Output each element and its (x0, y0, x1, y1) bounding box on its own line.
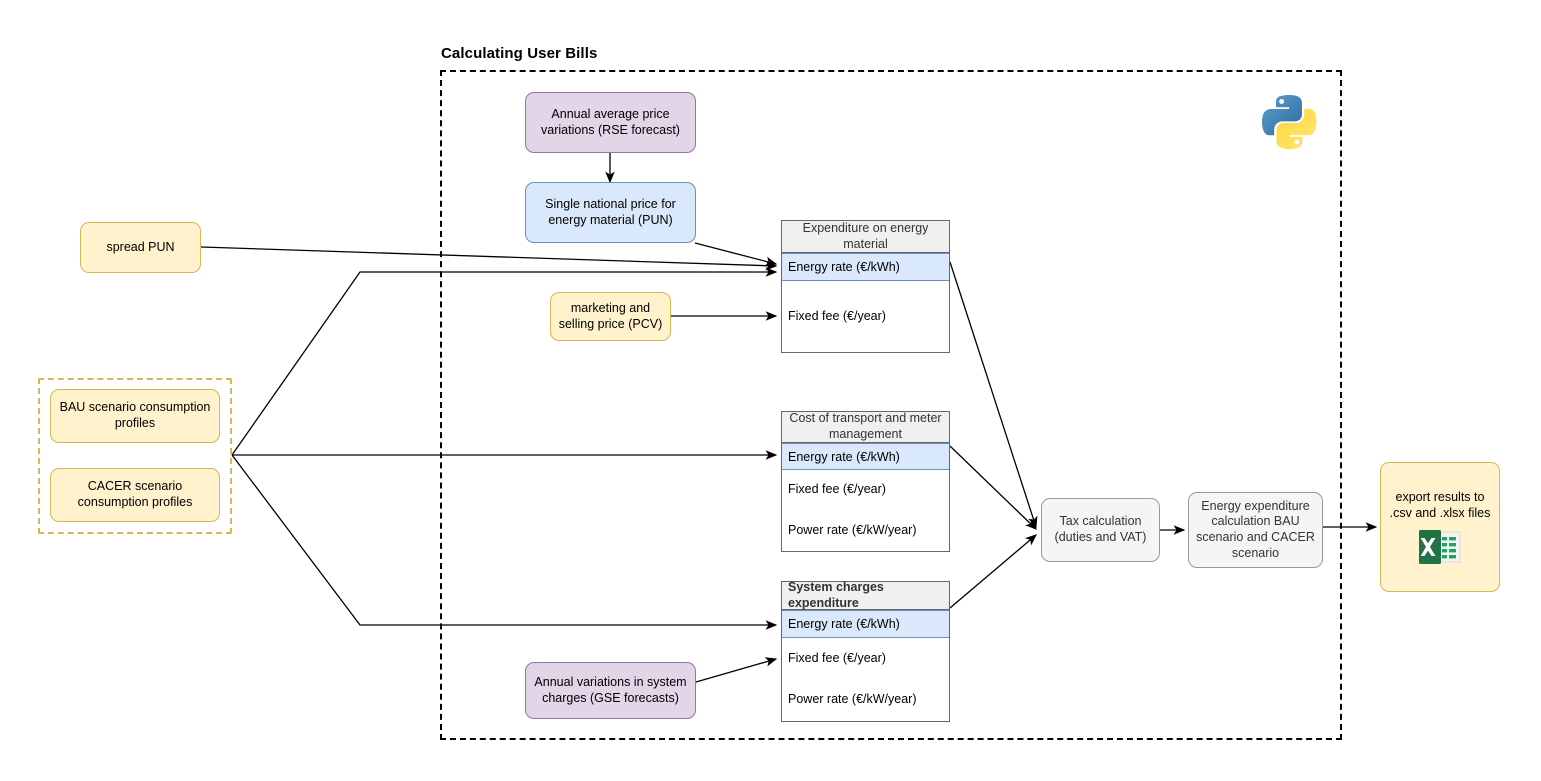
table-system-charges-expenditure[interactable]: System charges expenditure Energy rate (… (781, 580, 950, 722)
node-cacer-profiles[interactable]: CACER scenario consumption profiles (50, 468, 220, 522)
table-row[interactable]: Energy rate (€/kWh) (782, 610, 949, 638)
node-pcv[interactable]: marketing and selling price (PCV) (550, 292, 671, 341)
table-expenditure-on-energy-material[interactable]: Expenditure on energy material Energy ra… (781, 220, 950, 353)
node-gse-forecast[interactable]: Annual variations in system charges (GSE… (525, 662, 696, 719)
table-header: Expenditure on energy material (782, 221, 949, 253)
node-pun[interactable]: Single national price for energy materia… (525, 182, 696, 243)
table-row[interactable]: Power rate (€/kW/year) (788, 522, 917, 537)
table-row[interactable]: Power rate (€/kW/year) (788, 692, 917, 706)
calculating-user-bills-container (440, 70, 1342, 740)
table-header: Cost of transport and meter management (782, 411, 949, 443)
node-tax-calculation[interactable]: Tax calculation (duties and VAT) (1041, 498, 1160, 562)
excel-file-icon (1418, 529, 1462, 564)
node-export-results[interactable]: export results to .csv and .xlsx files (1380, 462, 1500, 592)
node-energy-expenditure[interactable]: Energy expenditure calculation BAU scena… (1188, 492, 1323, 568)
table-cost-of-transport-and-meter-management[interactable]: Cost of transport and meter management E… (781, 411, 950, 552)
node-bau-profiles[interactable]: BAU scenario consumption profiles (50, 389, 220, 443)
table-row[interactable]: Fixed fee (€/year) (788, 482, 886, 496)
node-spread-pun[interactable]: spread PUN (80, 222, 201, 273)
table-header: System charges expenditure (782, 580, 949, 610)
table-row[interactable]: Energy rate (€/kWh) (782, 253, 949, 281)
node-rse-forecast[interactable]: Annual average price variations (RSE for… (525, 92, 696, 153)
python-logo-icon (1259, 92, 1319, 152)
table-row[interactable]: Energy rate (€/kWh) (782, 443, 949, 470)
export-results-label: export results to .csv and .xlsx files (1389, 490, 1491, 520)
consumption-profiles-group (38, 378, 232, 534)
table-row[interactable]: Fixed fee (€/year) (788, 309, 886, 323)
page-title: Calculating User Bills (441, 45, 598, 62)
table-row[interactable]: Fixed fee (€/year) (788, 650, 886, 665)
